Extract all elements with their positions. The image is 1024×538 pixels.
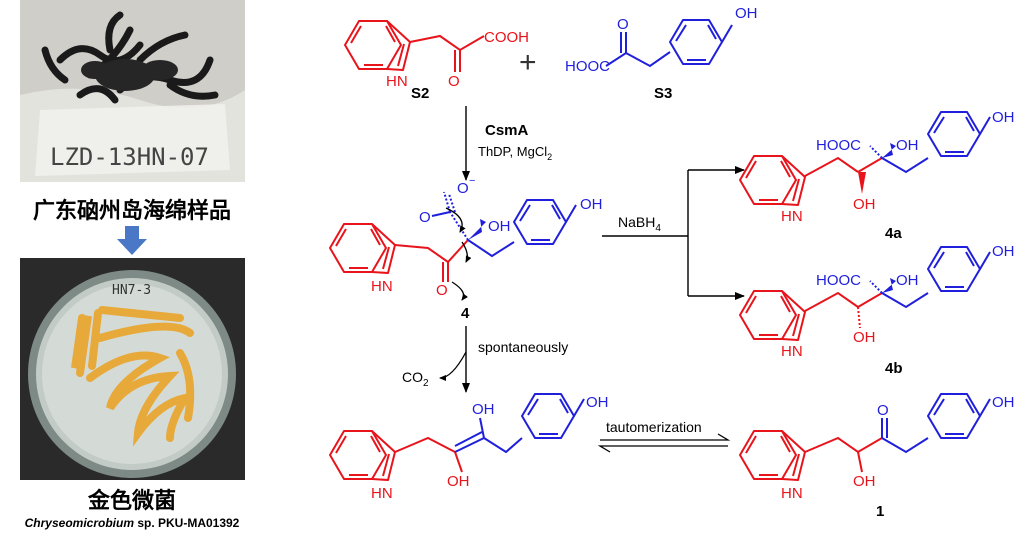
molecule-4: O HN O − O OH OH 4 [329, 175, 603, 322]
c4-oh: OH [488, 218, 511, 235]
c1-phenol-oh: OH [992, 394, 1015, 411]
s3-oh: OH [735, 5, 758, 22]
nabh4-label: NaBH4 [618, 214, 661, 234]
c4a-phenol-oh: OH [992, 109, 1015, 126]
c4a-cooh: HOOC [816, 137, 861, 154]
agar-plate-photo: HN7-3 [20, 258, 245, 480]
enol-nh: HN [371, 485, 393, 502]
label-s2: S2 [411, 85, 429, 102]
agar-plate-image: HN7-3 [20, 258, 245, 480]
label-s3: S3 [654, 85, 672, 102]
sponge-sample-caption: 广东硇州岛海绵样品 [32, 199, 231, 224]
s2-nh: HN [386, 73, 408, 90]
spontaneous-label: spontaneously [478, 339, 568, 355]
c4-nh: HN [371, 278, 393, 295]
c4b-cooh: HOOC [816, 272, 861, 289]
c4-carboxylate-o2: O [419, 209, 431, 226]
enol-phenol-oh: OH [586, 394, 609, 411]
plus-sign: + [519, 46, 537, 79]
reaction-scheme: O COOH HN S2 + HOOC O OH S3 CsmA ThDP, M… [329, 5, 1015, 520]
c4b-oh2: OH [896, 272, 919, 289]
c4a-nh: HN [781, 208, 803, 225]
plate-handwritten-label: HN7-3 [112, 283, 151, 298]
strain-rest: sp. PKU-MA01392 [133, 516, 240, 530]
label-4: 4 [461, 305, 470, 322]
c4a-oh2: OH [896, 137, 919, 154]
molecule-1: OH HN O OH 1 [739, 393, 1015, 520]
c1-nh: HN [781, 485, 803, 502]
sponge-sample-image: LZD-13HN-07 [20, 0, 245, 182]
molecule-enol: OH HN OH OH [329, 393, 609, 502]
bacterium-caption: 金色微菌 [87, 489, 176, 514]
arrow-nabh4 [602, 166, 745, 300]
molecule-s2: O COOH HN S2 [344, 20, 529, 102]
molecule-s3: HOOC O OH S3 [565, 5, 758, 102]
c4b-phenol-oh: OH [992, 243, 1015, 260]
c4-minus: − [469, 175, 475, 187]
c4b-oh: OH [853, 329, 876, 346]
enol-oh-lower: OH [447, 473, 470, 490]
c4-carboxylate-o: O [457, 180, 469, 197]
label-4b: 4b [885, 360, 903, 377]
c4b-nh: HN [781, 343, 803, 360]
enol-oh-upper: OH [472, 401, 495, 418]
s3-ketone-o: O [617, 16, 629, 33]
c4a-oh: OH [853, 196, 876, 213]
strain-caption: Chryseomicrobium sp. PKU-MA01392 [0, 516, 264, 530]
c4-phenol-oh: OH [580, 196, 603, 213]
enzyme-label: CsmA [485, 122, 529, 139]
s2-ketone-o: O [448, 73, 460, 90]
strain-species: Chryseomicrobium [24, 516, 134, 530]
tautomerization-label: tautomerization [606, 419, 702, 435]
label-4a: 4a [885, 225, 902, 242]
cofactor-label: ThDP, MgCl2 [478, 144, 552, 162]
molecule-4a: OH HN HOOC OH OH 4a [739, 109, 1015, 242]
c4-ketone-o: O [436, 282, 448, 299]
equilibrium-arrows [597, 433, 731, 453]
s2-carboxyl: COOH [484, 29, 529, 46]
label-1: 1 [876, 503, 884, 520]
sample-handwritten-label: LZD-13HN-07 [50, 143, 209, 171]
down-arrow-icon [117, 226, 147, 255]
sponge-sample-photo: LZD-13HN-07 [20, 0, 245, 182]
c1-ketone-o: O [877, 402, 889, 419]
c1-oh: OH [853, 473, 876, 490]
s3-carboxyl: HOOC [565, 58, 610, 75]
co2-label: CO2 [402, 369, 429, 389]
molecule-4b: OH HN HOOC OH OH 4b [739, 243, 1015, 377]
